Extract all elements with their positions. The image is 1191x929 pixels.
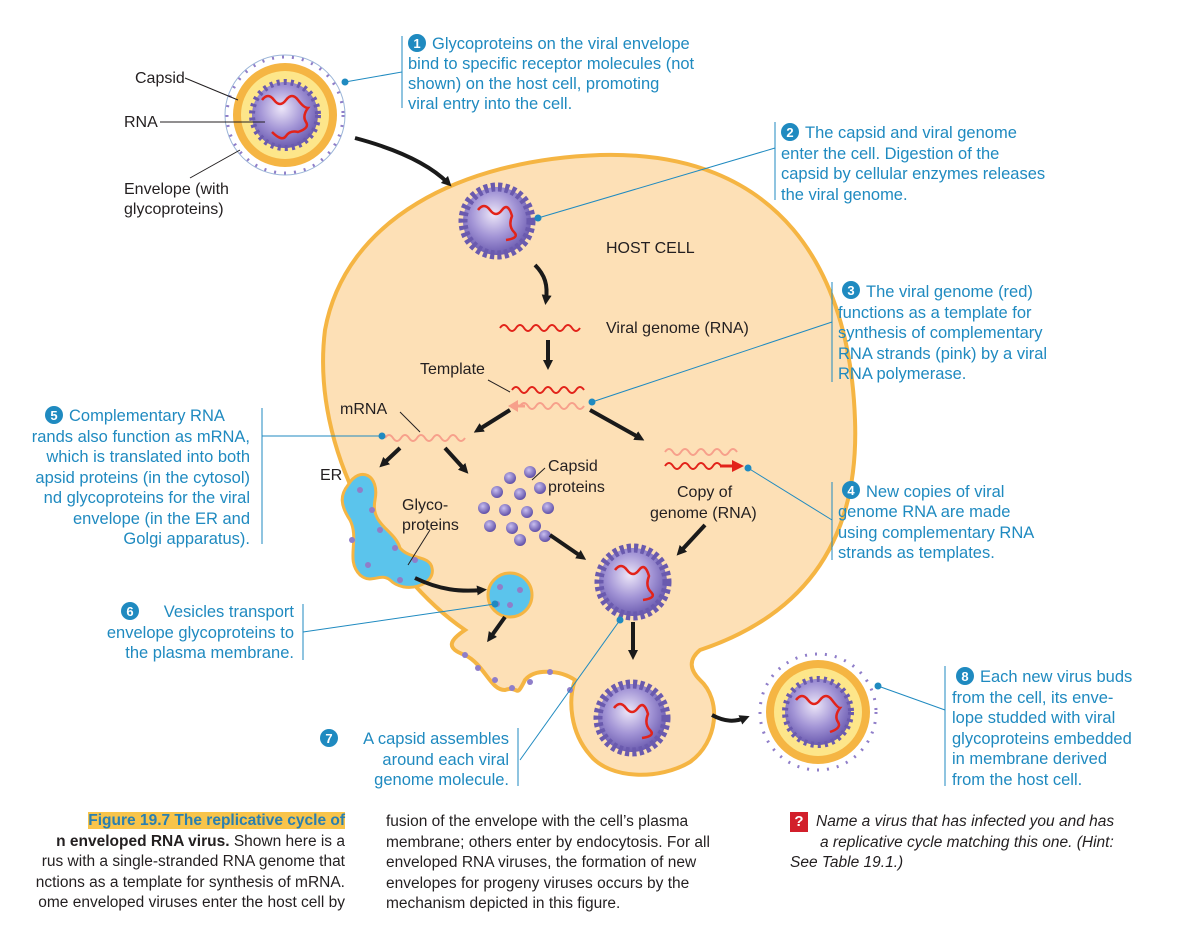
svg-text:enter the cell. Digestion of t: enter the cell. Digestion of the bbox=[781, 145, 999, 163]
svg-text:Golgi apparatus).: Golgi apparatus). bbox=[123, 530, 250, 548]
label-capsid-proteins-1: Capsid bbox=[548, 458, 598, 475]
svg-text:Each new virus buds: Each new virus buds bbox=[980, 668, 1132, 686]
svg-text:rands also function as mRNA,: rands also function as mRNA, bbox=[32, 428, 250, 446]
svg-text:bind to specific receptor mole: bind to specific receptor molecules (not bbox=[408, 55, 695, 73]
entered-capsid-icon bbox=[458, 182, 536, 260]
svg-text:envelope glycoproteins to: envelope glycoproteins to bbox=[107, 624, 294, 642]
svg-text:7: 7 bbox=[325, 731, 332, 746]
step-7: 7 A capsid assembles around each viral g… bbox=[320, 729, 509, 789]
step-5: 5 Complementary RNA rands also function … bbox=[32, 406, 250, 548]
step-6: 6 Vesicles transport envelope glycoprote… bbox=[107, 602, 295, 662]
svg-text:2: 2 bbox=[786, 125, 793, 140]
caption-line: mechanism depicted in this figure. bbox=[386, 895, 621, 912]
svg-text:functions as a template for: functions as a template for bbox=[838, 304, 1032, 322]
step-1: 1 Glycoproteins on the viral envelope bi… bbox=[408, 34, 695, 113]
svg-text:shown) on the host cell, promo: shown) on the host cell, promoting bbox=[408, 75, 659, 93]
svg-text:which is translated into both: which is translated into both bbox=[45, 448, 250, 466]
virus-particle-icon bbox=[224, 54, 346, 176]
budding-virus-icon bbox=[593, 679, 671, 757]
svg-text:Vesicles transport: Vesicles transport bbox=[164, 603, 295, 621]
question-line: a replicative cycle matching this one. (… bbox=[820, 833, 1114, 851]
svg-text:apsid proteins (in the cytosol: apsid proteins (in the cytosol) bbox=[35, 469, 250, 487]
caption-line: ome enveloped viruses enter the host cel… bbox=[38, 894, 345, 911]
caption-line: membrane; others enter by endocytosis. F… bbox=[386, 833, 710, 851]
svg-text:the viral genome.: the viral genome. bbox=[781, 186, 908, 204]
caption-column-2: fusion of the envelope with the cell’s p… bbox=[386, 812, 766, 915]
label-glyco-2: proteins bbox=[402, 517, 459, 534]
svg-text:strands as templates.: strands as templates. bbox=[838, 544, 995, 562]
step-3: 3 The viral genome (red) functions as a … bbox=[838, 281, 1047, 383]
step-8: 8 Each new virus buds from the cell, its… bbox=[952, 667, 1132, 789]
question-box: ? Name a virus that has infected you and … bbox=[790, 812, 1185, 874]
capsid-proteins-icon bbox=[478, 466, 554, 546]
svg-text:RNA polymerase.: RNA polymerase. bbox=[838, 365, 966, 383]
label-envelope-2: glycoproteins) bbox=[124, 201, 224, 218]
svg-text:lope studded with viral: lope studded with viral bbox=[952, 709, 1115, 727]
svg-text:A capsid assembles: A capsid assembles bbox=[363, 730, 509, 748]
svg-text:3: 3 bbox=[847, 283, 854, 298]
label-er: ER bbox=[320, 467, 342, 484]
svg-text:the plasma membrane.: the plasma membrane. bbox=[125, 644, 294, 662]
vesicle-icon bbox=[486, 571, 534, 619]
svg-text:Glycoproteins on the viral env: Glycoproteins on the viral envelope bbox=[432, 35, 690, 53]
svg-text:glycoproteins embedded: glycoproteins embedded bbox=[952, 730, 1132, 748]
label-capsid-proteins-2: proteins bbox=[548, 479, 605, 496]
svg-text:using complementary RNA: using complementary RNA bbox=[838, 524, 1034, 542]
caption-title: Figure 19.7 The replicative cycle of bbox=[88, 812, 345, 829]
svg-text:envelope (in the ER and: envelope (in the ER and bbox=[73, 510, 250, 528]
released-virus-icon bbox=[758, 652, 878, 772]
svg-text:5: 5 bbox=[50, 408, 57, 423]
question-line: Name a virus that has infected you and h… bbox=[816, 813, 1115, 830]
caption-line2-rest: Shown here is a bbox=[229, 832, 345, 850]
mrna-strand bbox=[384, 434, 466, 442]
caption-line: fusion of the envelope with the cell’s p… bbox=[386, 813, 689, 830]
label-template: Template bbox=[420, 361, 485, 378]
svg-text:from the host cell.: from the host cell. bbox=[952, 771, 1082, 789]
svg-text:The viral genome (red): The viral genome (red) bbox=[866, 283, 1033, 301]
svg-text:6: 6 bbox=[126, 604, 133, 619]
er-icon bbox=[340, 472, 434, 589]
label-copy-genome-1: Copy of bbox=[677, 484, 733, 501]
label-host-cell: HOST CELL bbox=[606, 240, 695, 257]
svg-text:8: 8 bbox=[961, 669, 968, 684]
question-line: See Table 19.1.) bbox=[790, 854, 904, 871]
svg-text:from the cell, its enve-: from the cell, its enve- bbox=[952, 689, 1113, 707]
svg-text:viral entry into the cell.: viral entry into the cell. bbox=[408, 95, 572, 113]
svg-text:around each viral: around each viral bbox=[382, 751, 509, 769]
svg-text:New copies of viral: New copies of viral bbox=[866, 483, 1004, 501]
figure-caption: Figure 19.7 The replicative cycle of n e… bbox=[0, 811, 345, 914]
svg-text:capsid by cellular enzymes rel: capsid by cellular enzymes releases bbox=[781, 165, 1045, 183]
assembled-capsid-icon bbox=[594, 543, 672, 621]
svg-text:genome RNA are made: genome RNA are made bbox=[838, 503, 1010, 521]
svg-text:genome molecule.: genome molecule. bbox=[374, 771, 509, 789]
label-glyco-1: Glyco- bbox=[402, 497, 448, 514]
caption-line: enveloped RNA viruses, the formation of … bbox=[386, 854, 697, 871]
label-capsid: Capsid bbox=[135, 70, 185, 87]
svg-text:nd glycoproteins for the viral: nd glycoproteins for the viral bbox=[44, 489, 250, 507]
question-icon: ? bbox=[790, 812, 808, 832]
label-viral-genome: Viral genome (RNA) bbox=[606, 320, 749, 337]
label-envelope-1: Envelope (with bbox=[124, 181, 229, 198]
label-copy-genome-2: genome (RNA) bbox=[650, 505, 757, 522]
host-cell bbox=[321, 152, 858, 777]
caption-line: rus with a single-stranded RNA genome th… bbox=[41, 853, 345, 870]
svg-text:The capsid and viral genome: The capsid and viral genome bbox=[805, 124, 1017, 142]
label-rna: RNA bbox=[124, 114, 158, 131]
caption-line: envelopes for progeny viruses occurs by … bbox=[386, 874, 690, 892]
viral-genome-rna bbox=[499, 324, 581, 332]
svg-text:Complementary RNA: Complementary RNA bbox=[69, 407, 225, 425]
caption-title-line2: n enveloped RNA virus. bbox=[56, 832, 230, 850]
step-2: 2 The capsid and viral genome enter the … bbox=[781, 123, 1045, 204]
step-4: 4 New copies of viral genome RNA are mad… bbox=[838, 481, 1034, 562]
svg-text:synthesis of complementary: synthesis of complementary bbox=[838, 324, 1043, 342]
svg-text:in membrane derived: in membrane derived bbox=[952, 750, 1107, 768]
caption-line: nctions as a template for synthesis of m… bbox=[35, 873, 345, 891]
svg-text:RNA strands (pink) by a viral: RNA strands (pink) by a viral bbox=[838, 345, 1047, 363]
label-mrna: mRNA bbox=[340, 401, 387, 418]
svg-text:1: 1 bbox=[413, 36, 420, 51]
svg-text:4: 4 bbox=[847, 483, 855, 498]
